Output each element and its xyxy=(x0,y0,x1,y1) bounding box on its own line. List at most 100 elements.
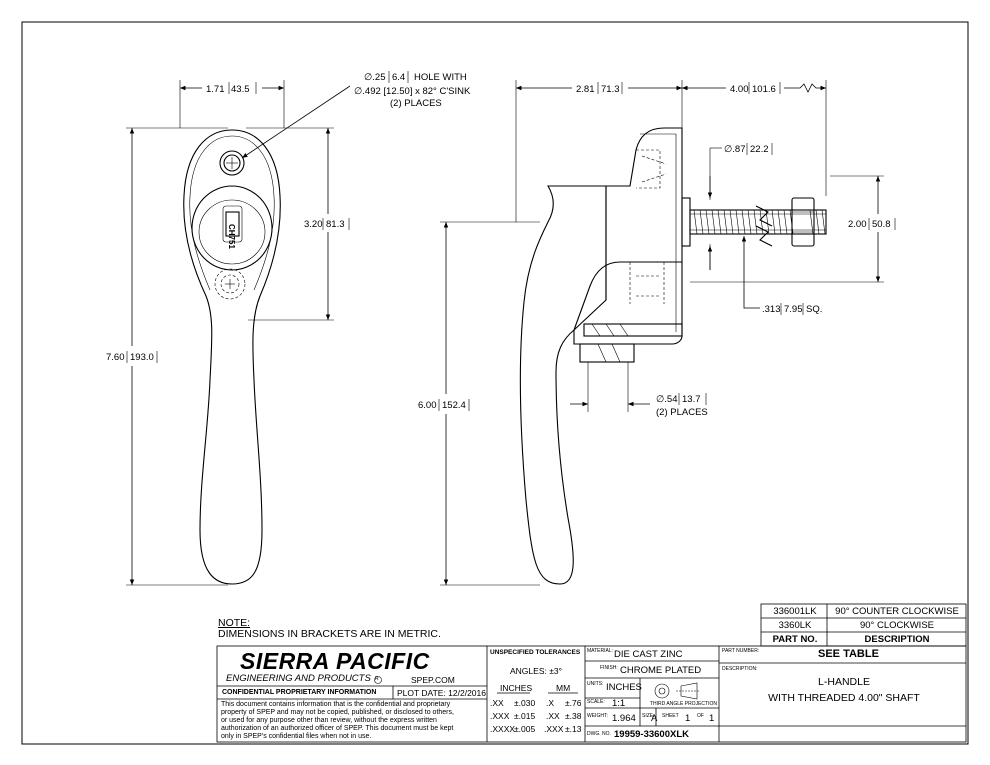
threaded-shaft xyxy=(689,209,827,235)
top-hole xyxy=(219,150,245,176)
dim-hole-spacing-mm: 81.3 xyxy=(326,219,345,230)
tol-row-2-c: .XX xyxy=(546,711,560,721)
dim-washer-places: (2) PLACES xyxy=(656,407,708,418)
plot-date: PLOT DATE: 12/2/2016 xyxy=(397,688,486,698)
registered-mark: R xyxy=(375,676,379,682)
description-line-2: WITH THREADED 4.00" SHAFT xyxy=(768,692,920,704)
tol-row-3-a: .XXXX xyxy=(490,724,516,734)
dwg-label: DWG. NO. xyxy=(587,731,611,737)
company-logo-text: SIERRA PACIFIC xyxy=(240,648,430,674)
part-header-desc: DESCRIPTION xyxy=(864,634,930,645)
tolerances-title: UNSPECIFIED TOLERANCES xyxy=(490,649,581,656)
hole-callout-line1-mm: 6.4 xyxy=(392,72,405,83)
of-label: OF xyxy=(697,713,704,719)
drawing-border xyxy=(21,21,969,745)
side-base-plate xyxy=(583,323,683,337)
dim-boss-dia-value: ∅.87 xyxy=(724,144,745,155)
tol-row-1-c: .X xyxy=(546,698,555,708)
dim-square-value: .313 xyxy=(762,304,781,315)
weight-value: 1.964 xyxy=(612,713,636,724)
side-washer xyxy=(579,343,635,363)
bottom-hole-hidden xyxy=(214,268,246,300)
material-value: DIE CAST ZINC xyxy=(614,649,683,660)
confidential-line-4: authorization of an authorized officer o… xyxy=(221,725,454,732)
projection-label: THIRD ANGLE PROJECTION xyxy=(650,701,717,707)
company-subtitle: ENGINEERING AND PRODUCTS xyxy=(226,673,371,684)
dim-shaft-height-value: 2.00 xyxy=(848,219,867,230)
units-value: INCHES xyxy=(606,682,642,693)
units-label: UNITS: xyxy=(587,681,604,687)
sheet-of-value: 1 xyxy=(709,713,715,724)
shaft-nut xyxy=(791,197,815,247)
hole-callout xyxy=(241,85,351,159)
tol-row-3-d: ±.13 xyxy=(565,724,582,734)
tol-row-3-c: .XXX xyxy=(544,724,564,734)
weight-label: WEIGHT: xyxy=(587,713,608,719)
tol-row-3-b: ±.005 xyxy=(514,724,536,734)
dim-height-total xyxy=(126,127,228,586)
hole-callout-line2: ∅.492 [12.50] x 82° C'SINK xyxy=(354,86,471,97)
tolerances-mm-header: MM xyxy=(556,683,571,693)
sheet-value: 1 xyxy=(685,713,691,724)
dim-washer-dia-mm: 13.7 xyxy=(682,394,701,405)
tolerances-angles: ANGLES: ±3° xyxy=(510,666,563,676)
confidential-text: This document contains information that … xyxy=(221,701,454,741)
tol-row-1-d: ±.76 xyxy=(565,698,582,708)
title-block xyxy=(216,645,967,743)
description-line-1: L-HANDLE xyxy=(818,676,870,688)
confidential-line-2: property of SPEP and may not be copied, … xyxy=(221,709,454,716)
dim-handle-length-value: 6.00 xyxy=(418,400,437,411)
dim-shaft-height xyxy=(690,175,884,283)
company-website: SPEP.COM xyxy=(411,675,455,685)
side-view xyxy=(519,127,827,585)
scale-label: SCALE: xyxy=(587,699,605,705)
dim-hole-spacing xyxy=(246,127,334,321)
side-flange xyxy=(573,127,683,345)
dim-depth xyxy=(515,80,683,222)
tol-row-2-a: .XXX xyxy=(490,711,510,721)
part-number-label: PART NUMBER: xyxy=(722,648,760,654)
dim-square xyxy=(741,236,760,309)
dim-washer-dia xyxy=(570,362,650,412)
part-table xyxy=(760,603,967,647)
projection-cone xyxy=(680,682,698,700)
dim-boss-dia xyxy=(707,147,722,270)
material-label: MATERIAL: xyxy=(587,648,614,654)
note-text: DIMENSIONS IN BRACKETS ARE IN METRIC. xyxy=(218,628,441,640)
confidential-line-3: or used for any purpose other than revie… xyxy=(221,717,437,724)
dim-handle-length xyxy=(440,221,540,586)
tol-row-2-b: ±.015 xyxy=(514,711,536,721)
finish-value: CHROME PLATED xyxy=(620,665,702,676)
dim-width-top xyxy=(179,80,285,128)
side-lever xyxy=(519,185,607,585)
confidential-title: CONFIDENTIAL PROPRIETARY INFORMATION xyxy=(222,689,377,696)
hole-callout-line3: (2) PLACES xyxy=(390,98,442,109)
dim-square-mm: 7.95 xyxy=(784,304,803,315)
dim-washer-dia-value: ∅.54 xyxy=(656,394,677,405)
dim-width-top-mm: 43.5 xyxy=(231,84,250,95)
dim-depth-mm: 71.3 xyxy=(601,84,620,95)
dim-handle-length-mm: 152.4 xyxy=(442,400,466,411)
dim-shaft-length-value: 4.00 xyxy=(730,84,749,95)
description-label: DESCRIPTION: xyxy=(722,666,758,672)
hole-callout-line1: ∅.25 xyxy=(364,72,385,83)
tol-row-1-a: .XX xyxy=(490,698,504,708)
front-view xyxy=(183,129,281,585)
dim-width-top-value: 1.71 xyxy=(206,84,225,95)
dim-hole-spacing-value: 3.20 xyxy=(304,219,323,230)
dim-shaft-length xyxy=(682,80,827,196)
dim-shaft-length-mm: 101.6 xyxy=(752,84,776,95)
scale-value: 1:1 xyxy=(612,698,626,709)
part-header-number: PART NO. xyxy=(772,634,818,645)
sheet-label: SHEET xyxy=(662,713,679,719)
part-number-value: SEE TABLE xyxy=(818,648,879,660)
front-handle-outline xyxy=(183,129,281,585)
tolerances-inches-header: INCHES xyxy=(500,683,533,693)
part-row-1-number: 336001LK xyxy=(773,606,817,617)
logo-text: CH751 xyxy=(227,224,236,249)
confidential-line-5: only in SPEP's confidential files when n… xyxy=(221,733,372,740)
dim-shaft-height-mm: 50.8 xyxy=(872,219,891,230)
projection-circle xyxy=(654,683,670,699)
finish-label: FINISH: xyxy=(600,665,618,671)
